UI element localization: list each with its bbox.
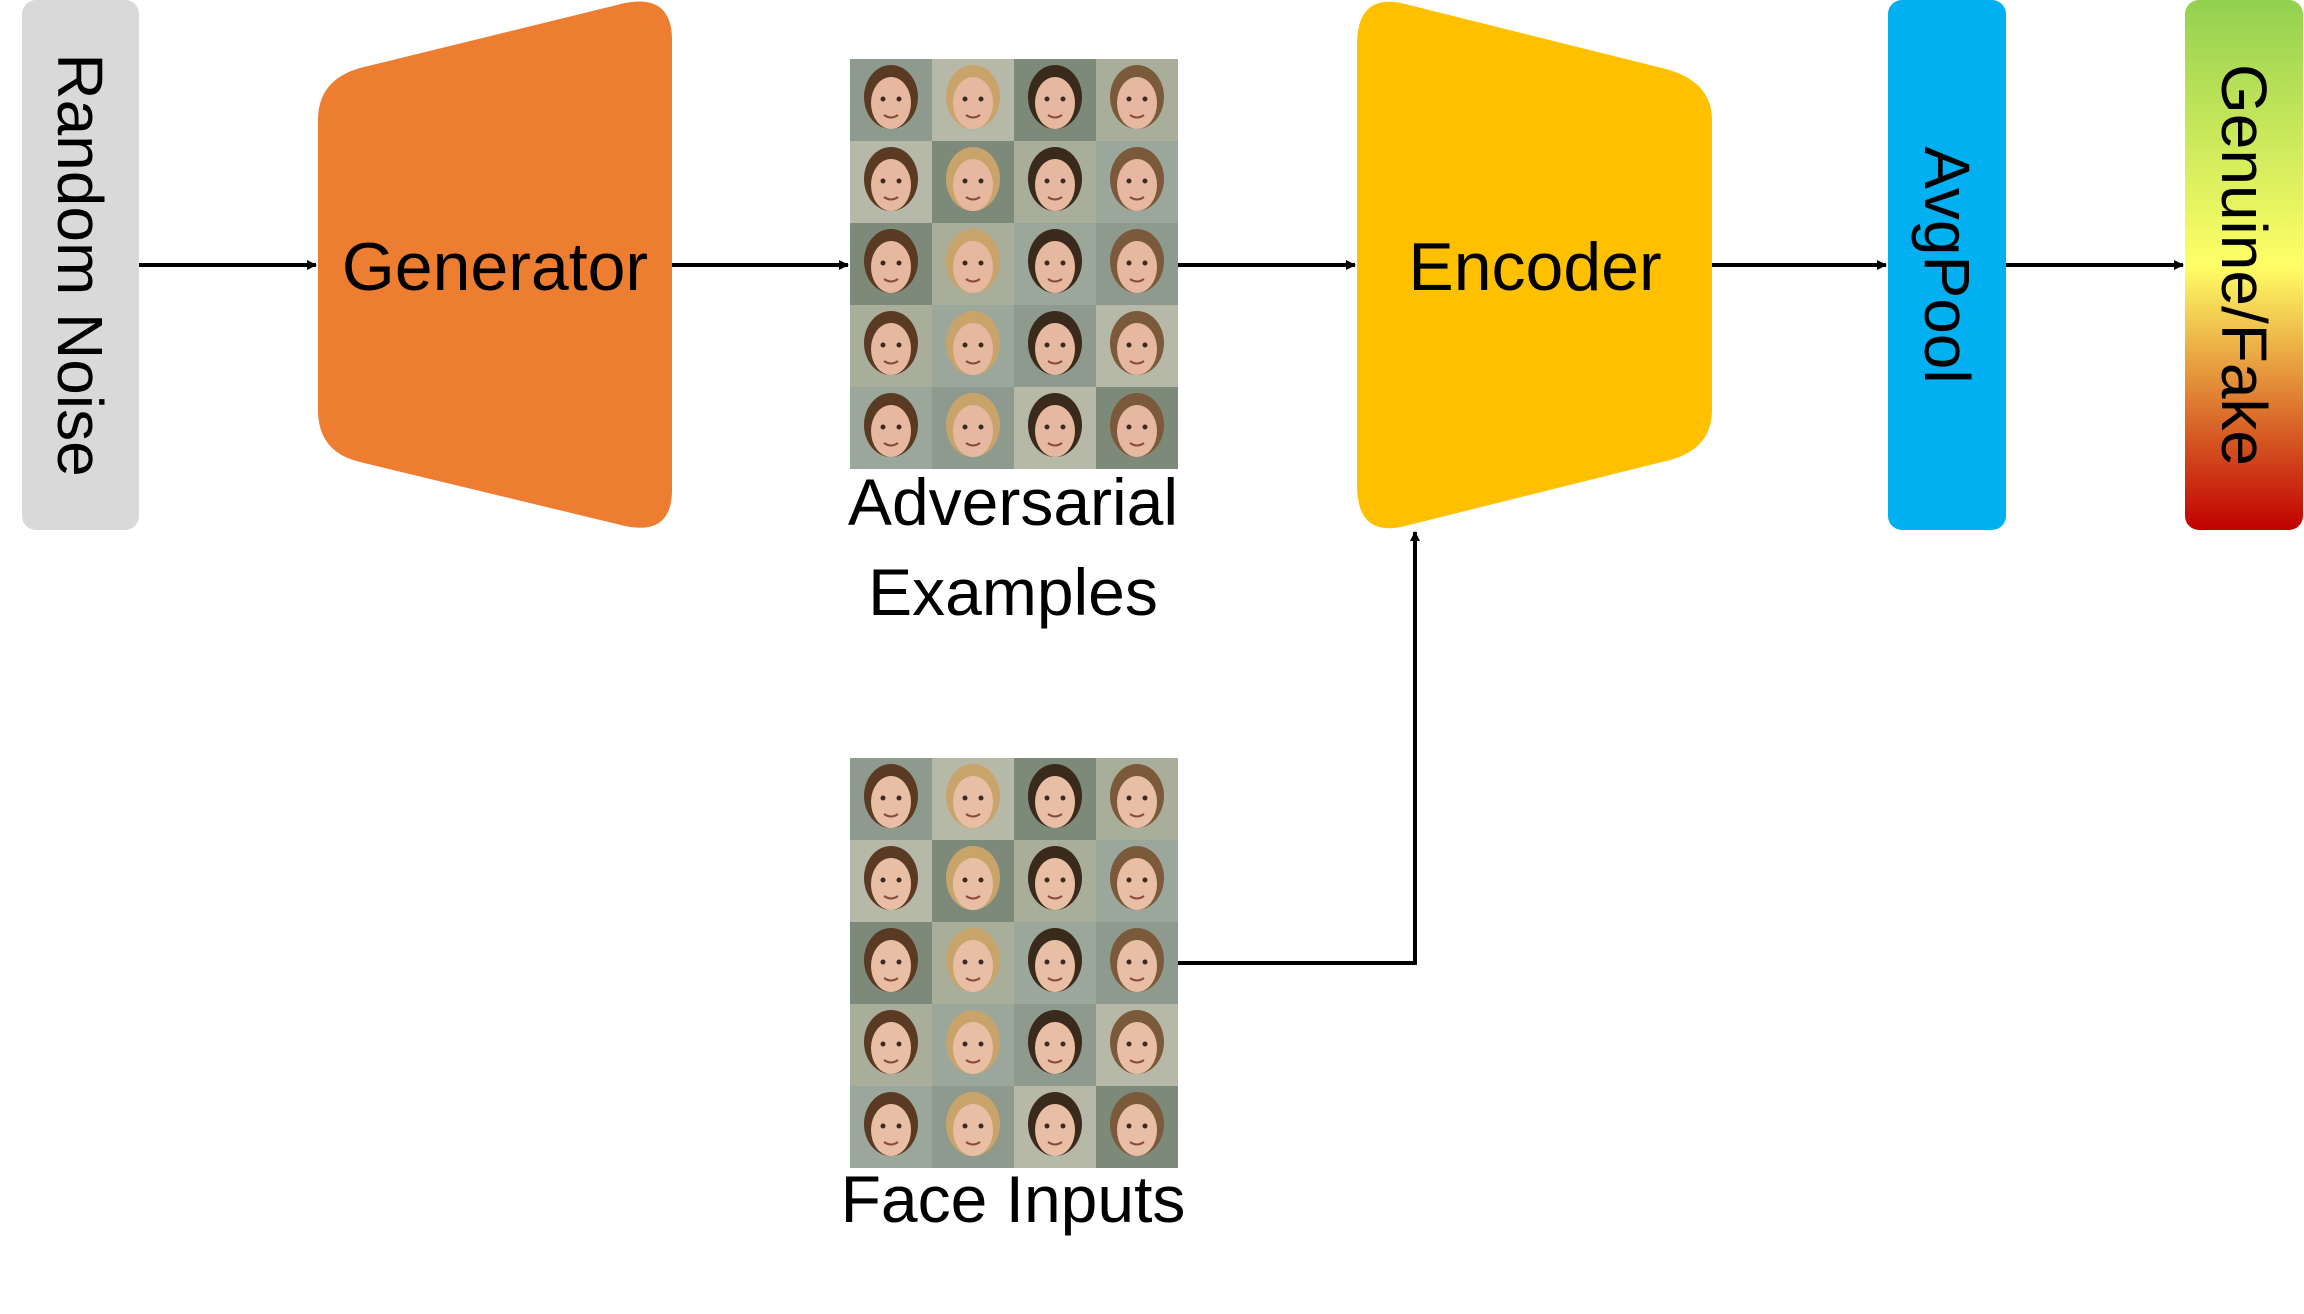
face-thumbnail (1014, 758, 1096, 840)
face-thumbnail (850, 1086, 932, 1168)
face-thumbnail (1014, 1086, 1096, 1168)
face-thumbnail (932, 1086, 1014, 1168)
face-thumbnail (932, 59, 1014, 141)
face-thumbnail (1014, 305, 1096, 387)
face-thumbnail (1014, 1004, 1096, 1086)
face-thumbnail (1096, 1086, 1178, 1168)
random-noise-node: Random Noise (22, 0, 139, 530)
face-thumbnail (850, 223, 932, 305)
avgpool-label: AvgPool (1911, 146, 1983, 383)
face-thumbnail (850, 840, 932, 922)
face-thumbnail (1014, 840, 1096, 922)
face-thumbnail (932, 922, 1014, 1004)
face-thumbnail (850, 141, 932, 223)
face-inputs-label: Face Inputs (841, 1162, 1186, 1236)
output-label: Genuine/Fake (2208, 64, 2280, 466)
face-thumbnail (932, 223, 1014, 305)
face-inputs-image (850, 758, 1178, 1168)
face-thumbnail (850, 758, 932, 840)
face-thumbnail (932, 758, 1014, 840)
face-thumbnail (1096, 922, 1178, 1004)
adversarial-examples-label-line2: Examples (868, 555, 1158, 629)
face-thumbnail (1096, 387, 1178, 469)
face-thumbnail (850, 305, 932, 387)
face-thumbnail (932, 305, 1014, 387)
face-thumbnail (932, 387, 1014, 469)
face-thumbnail (932, 141, 1014, 223)
encoder-node: Encoder (1357, 1, 1712, 529)
face-thumbnail (1096, 223, 1178, 305)
output-node: Genuine/Fake (2185, 0, 2303, 530)
face-thumbnail (932, 840, 1014, 922)
generator-label: Generator (342, 229, 648, 305)
face-thumbnail (1014, 223, 1096, 305)
face-thumbnail (1096, 758, 1178, 840)
face-thumbnail (850, 922, 932, 1004)
face-thumbnail (850, 59, 932, 141)
adversarial-examples-label-line1: Adversarial (848, 465, 1178, 539)
face-thumbnail (1096, 59, 1178, 141)
encoder-label: Encoder (1408, 229, 1661, 305)
face-thumbnail (1096, 840, 1178, 922)
face-thumbnail (850, 1004, 932, 1086)
adversarial-examples-image (850, 59, 1178, 469)
face-thumbnail (932, 1004, 1014, 1086)
face-thumbnail (1096, 141, 1178, 223)
face-thumbnail (1096, 305, 1178, 387)
face-thumbnail (1014, 59, 1096, 141)
face-thumbnail (850, 387, 932, 469)
face-thumbnail (1014, 141, 1096, 223)
generator-node: Generator (318, 1, 672, 528)
face-thumbnail (1014, 922, 1096, 1004)
avgpool-node: AvgPool (1888, 0, 2006, 530)
random-noise-label: Random Noise (44, 53, 116, 476)
face-thumbnail (1014, 387, 1096, 469)
face-thumbnail (1096, 1004, 1178, 1086)
arrow-face-inputs-to-encoder (1178, 531, 1420, 965)
